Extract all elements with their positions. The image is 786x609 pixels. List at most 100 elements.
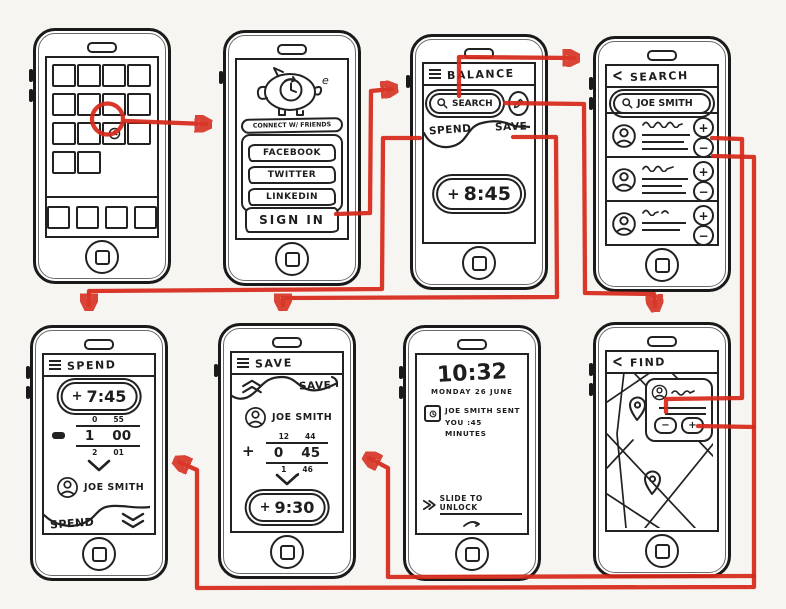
menu-icon[interactable] xyxy=(49,360,61,370)
avatar-icon xyxy=(651,384,668,401)
placeholder-line xyxy=(642,148,688,150)
clock-app-icon[interactable] xyxy=(102,122,126,145)
speaker xyxy=(87,42,117,53)
volume-button[interactable] xyxy=(214,364,218,377)
edit-button[interactable] xyxy=(507,91,529,116)
app-icon[interactable] xyxy=(102,64,126,87)
dock-app-icon[interactable] xyxy=(47,205,70,229)
app-icon[interactable] xyxy=(77,151,101,174)
back-icon[interactable]: < xyxy=(612,352,625,372)
facebook-button[interactable]: FACEBOOK xyxy=(248,144,336,162)
app-icon[interactable] xyxy=(77,64,101,87)
volume-button[interactable] xyxy=(26,366,30,379)
zoom-out-button[interactable]: − xyxy=(654,417,677,434)
volume-button[interactable] xyxy=(26,386,30,399)
dock-app-icon[interactable] xyxy=(105,205,128,229)
balance-screen: BALANCE SEARCH SPEND SAVE xyxy=(422,62,536,244)
home-button[interactable] xyxy=(85,240,119,274)
search-button[interactable]: SEARCH xyxy=(429,93,501,114)
signin-screen: e CONNECT W/ FRIENDS FACEBOOK TWITTER LI… xyxy=(235,58,349,240)
spend-time: 7:45 xyxy=(86,387,127,406)
menu-icon[interactable] xyxy=(237,358,249,368)
wheel-next-m: 46 xyxy=(302,465,313,474)
app-grid xyxy=(52,64,151,174)
linkedin-button[interactable]: LINKEDIN xyxy=(248,188,336,206)
volume-button[interactable] xyxy=(399,366,403,379)
add-time-button[interactable]: + xyxy=(693,117,714,138)
search-screen: < SEARCH JOE SMITH + xyxy=(605,64,719,246)
zoom-in-button[interactable]: + xyxy=(681,417,704,434)
remove-time-button[interactable]: − xyxy=(693,181,714,202)
dock-app-icon[interactable] xyxy=(134,205,157,229)
search-input[interactable]: JOE SMITH xyxy=(613,93,711,114)
volume-button[interactable] xyxy=(589,383,593,396)
contact-row: + − xyxy=(607,156,717,202)
home-button[interactable] xyxy=(275,242,309,276)
notification[interactable]: JOE SMITH SENT YOU :45 MINUTES xyxy=(424,405,525,440)
wheel-current-h: 0 xyxy=(273,445,284,461)
app-icon[interactable] xyxy=(52,93,76,116)
wheel-divider xyxy=(266,442,328,444)
home-button[interactable] xyxy=(455,537,489,571)
slide-to-unlock[interactable]: SLIDE TO UNLOCK xyxy=(422,494,522,515)
add-time-button[interactable]: + xyxy=(693,161,714,182)
dock xyxy=(47,196,157,236)
dock-app-icon[interactable] xyxy=(76,205,99,229)
volume-button[interactable] xyxy=(589,97,593,110)
avatar-icon xyxy=(612,124,636,148)
app-icon[interactable] xyxy=(52,122,76,145)
volume-button[interactable] xyxy=(219,71,223,84)
back-icon[interactable]: < xyxy=(612,66,625,86)
connect-friends-label: CONNECT W/ FRIENDS xyxy=(240,117,344,134)
tab-save[interactable]: SAVE xyxy=(494,120,528,134)
app-icon[interactable] xyxy=(102,93,126,116)
home-button-square xyxy=(654,543,670,559)
app-icon[interactable] xyxy=(77,122,101,145)
placeholder-line xyxy=(659,407,706,409)
chevron-down-icon[interactable] xyxy=(275,473,299,487)
chevron-down-icon[interactable] xyxy=(87,459,111,473)
app-icon[interactable] xyxy=(127,122,151,145)
home-button[interactable] xyxy=(645,248,679,282)
remove-time-button[interactable]: − xyxy=(693,137,714,158)
svg-text:e: e xyxy=(322,74,329,87)
phone-lock: 10:32 MONDAY 26 JUNE JOE SMITH SENT YOU … xyxy=(399,325,541,581)
time-wheel[interactable]: + 12 44 0 45 1 46 xyxy=(240,432,334,474)
home-button[interactable] xyxy=(645,534,679,568)
contact-name: JOE SMITH xyxy=(272,412,333,423)
volume-button[interactable] xyxy=(29,69,33,82)
add-time-button[interactable]: + xyxy=(693,205,714,226)
double-chevron-up-icon[interactable] xyxy=(241,379,263,394)
placeholder-line xyxy=(642,192,686,194)
volume-button[interactable] xyxy=(589,77,593,90)
app-icon[interactable] xyxy=(127,93,151,116)
search-query: JOE SMITH xyxy=(637,98,693,109)
twitter-button[interactable]: TWITTER xyxy=(248,166,336,184)
contact-row: + − xyxy=(607,112,717,158)
wheel-current-m: 45 xyxy=(301,445,321,461)
home-button[interactable] xyxy=(462,246,496,280)
time-wheel[interactable]: 0 55 1 00 2 01 xyxy=(52,415,146,457)
remove-time-button[interactable]: − xyxy=(693,225,714,244)
sign-in-button[interactable]: SIGN IN xyxy=(245,207,339,233)
app-icon[interactable] xyxy=(77,93,101,116)
app-icon[interactable] xyxy=(127,64,151,87)
app-icon[interactable] xyxy=(52,64,76,87)
volume-button[interactable] xyxy=(589,363,593,376)
balance-time-pill: + 8:45 xyxy=(436,178,522,210)
double-chevron-down-icon[interactable] xyxy=(121,512,145,529)
menu-icon[interactable] xyxy=(429,69,441,79)
save-tab-label[interactable]: SAVE xyxy=(298,379,332,393)
avatar-icon xyxy=(612,212,636,236)
volume-button[interactable] xyxy=(29,89,33,102)
app-icon[interactable] xyxy=(52,151,76,174)
placeholder-line xyxy=(642,229,680,231)
home-button[interactable] xyxy=(82,537,116,571)
volume-button[interactable] xyxy=(399,386,403,399)
wheel-current-h: 1 xyxy=(84,428,95,444)
slider-handle-icon[interactable] xyxy=(462,520,482,529)
volume-button[interactable] xyxy=(406,75,410,88)
notification-line-1: JOE SMITH SENT xyxy=(445,406,521,415)
home-button[interactable] xyxy=(270,535,304,569)
